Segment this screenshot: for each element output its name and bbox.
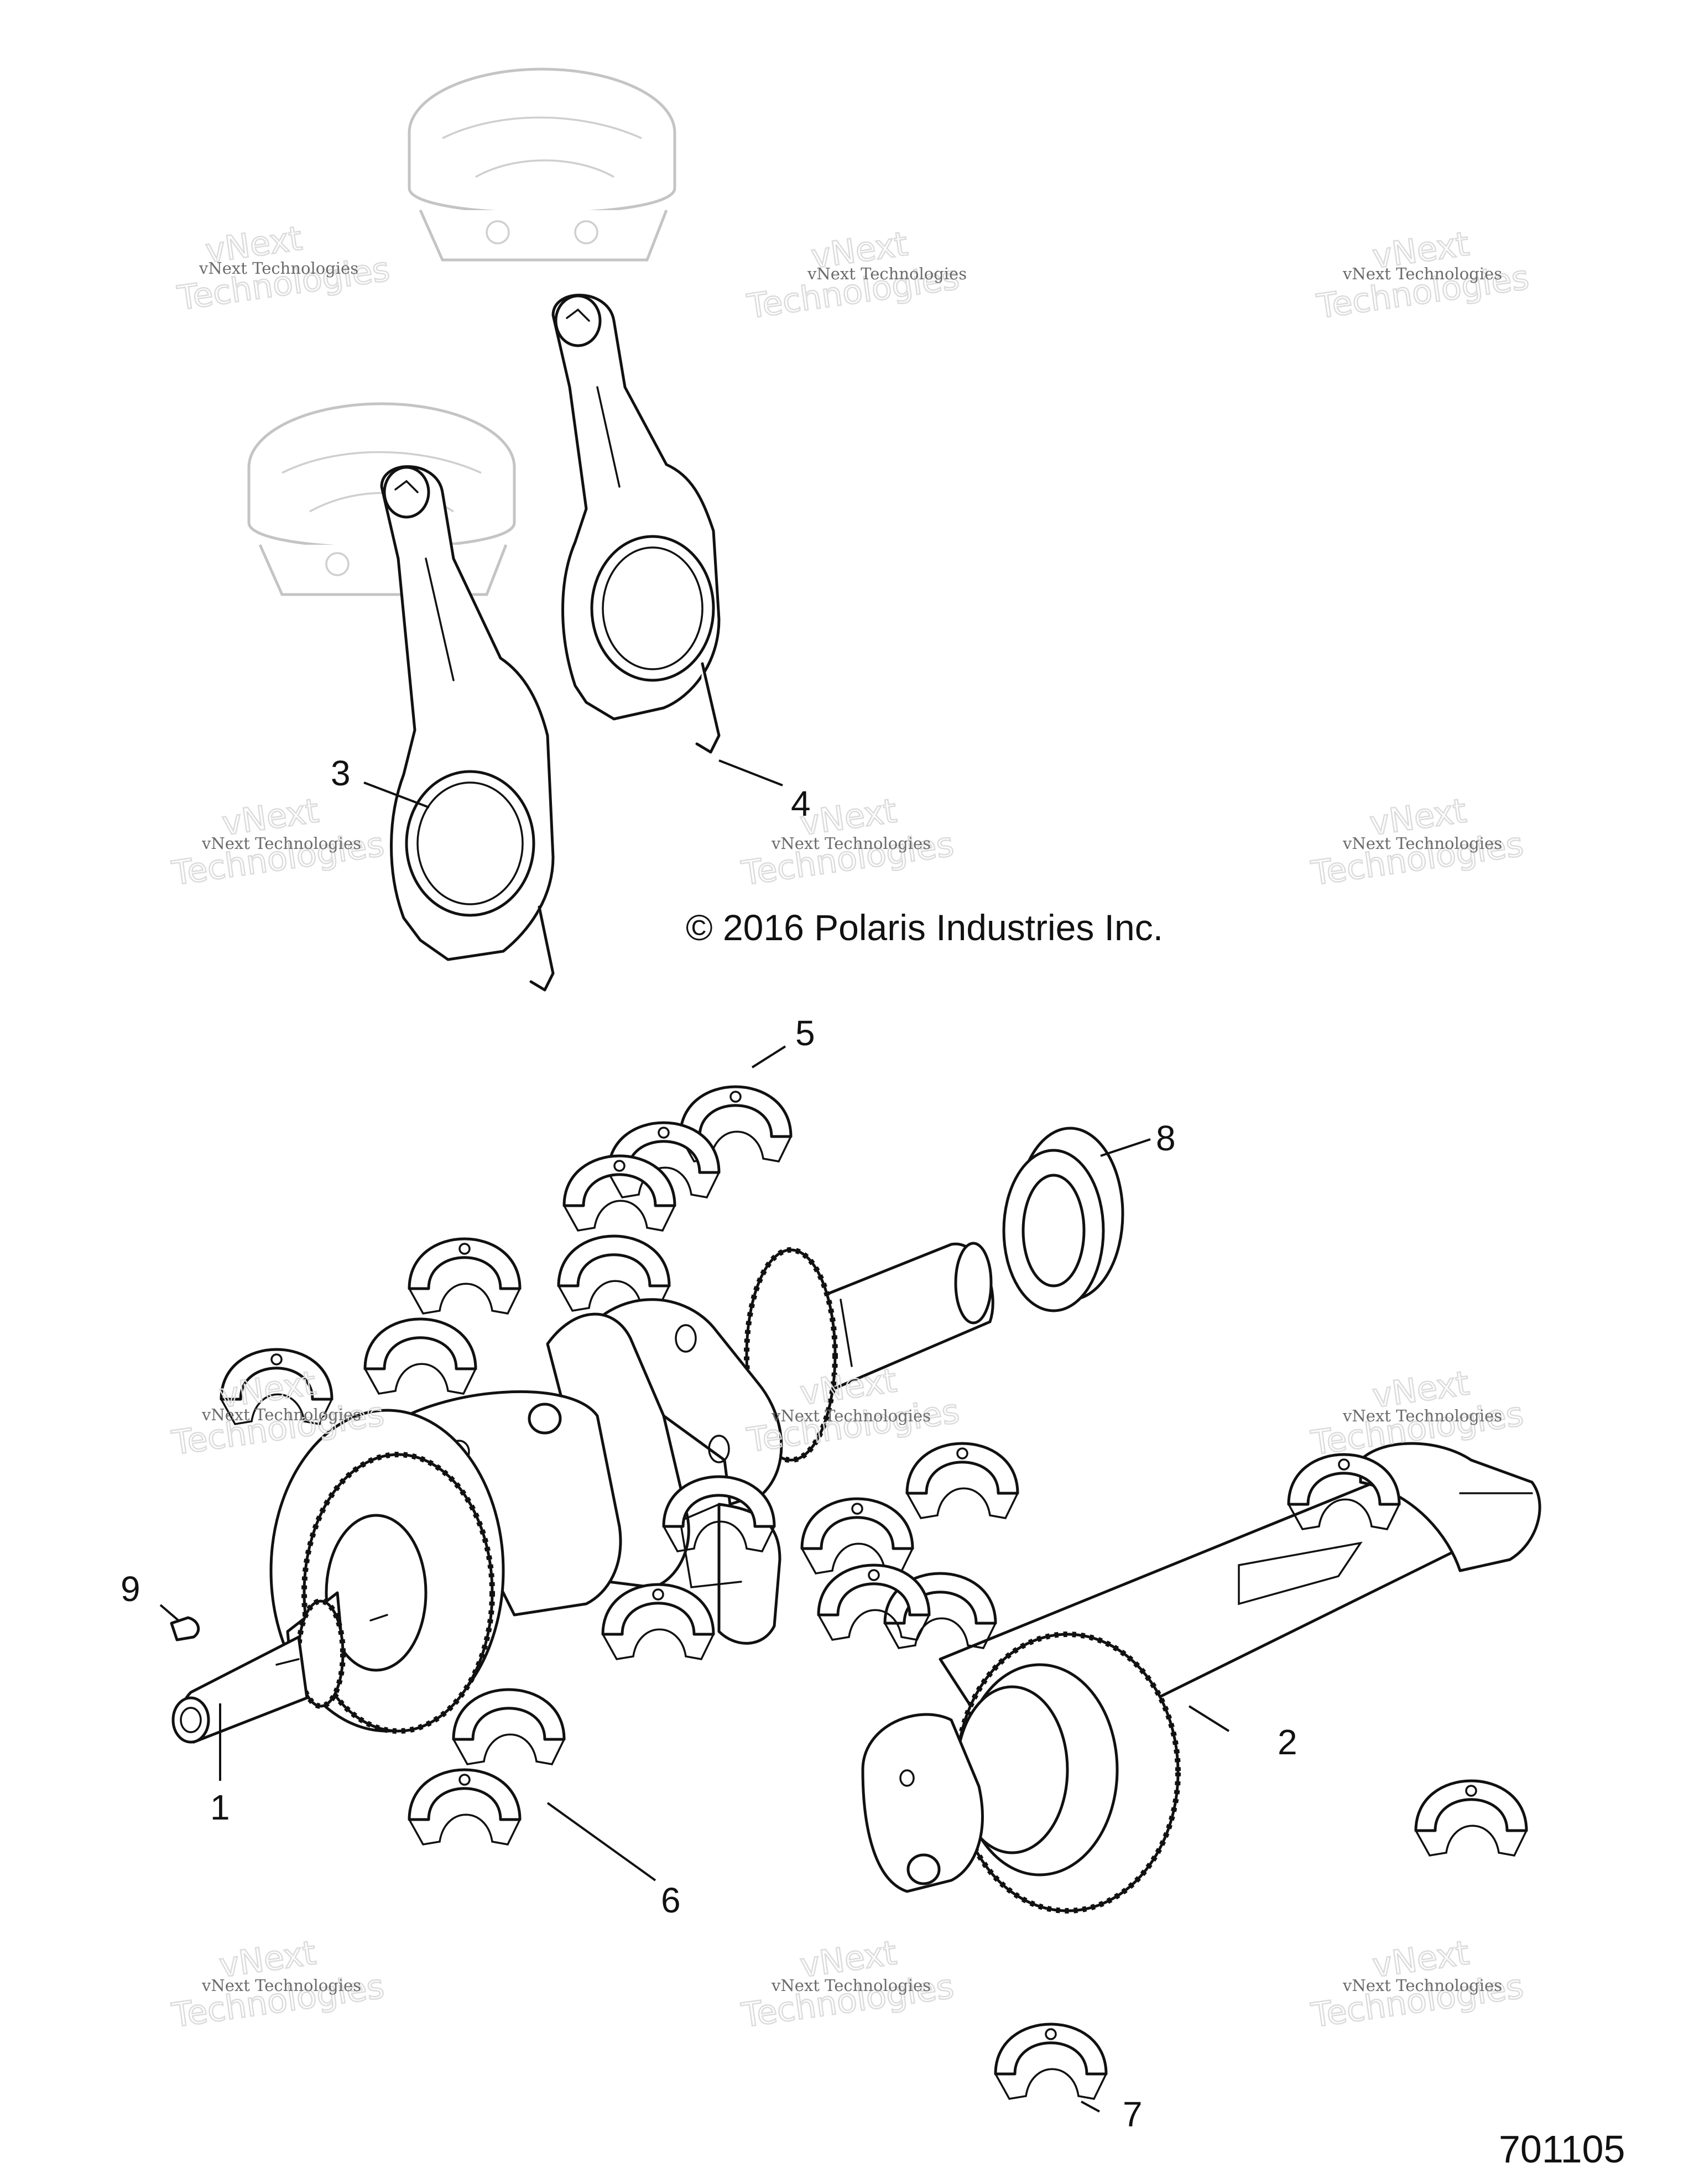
drawing-number: 701105 [1499, 2128, 1625, 2171]
callout-2: 2 [1278, 1722, 1297, 1762]
callout-8: 8 [1156, 1118, 1176, 1158]
watermark-11: Technologies vNext vNext Technologies [738, 1933, 957, 2036]
svg-text:vNext Technologies: vNext Technologies [1342, 1976, 1502, 1995]
svg-text:vNext Technologies: vNext Technologies [201, 1405, 361, 1424]
watermark-6: Technologies vNext vNext Technologies [1308, 791, 1526, 894]
watermark-2: Technologies vNext vNext Technologies [744, 224, 967, 327]
connecting-rod-3 [380, 465, 555, 992]
oil-seal-8 [1002, 1127, 1124, 1312]
svg-text:vNext Technologies: vNext Technologies [1342, 834, 1502, 853]
callout-3: 3 [331, 753, 351, 793]
watermark-9: Technologies vNext vNext Technologies [1308, 1363, 1526, 1463]
svg-text:vNext Technologies: vNext Technologies [199, 259, 358, 278]
svg-text:vNext Technologies: vNext Technologies [201, 1976, 361, 1995]
callout-4: 4 [791, 784, 811, 823]
watermark-10: Technologies vNext vNext Technologies [169, 1933, 387, 2036]
crankshaft-1 [171, 1242, 994, 1744]
bearing-shell-7 [996, 2024, 1106, 2099]
piston-upper [408, 67, 676, 262]
woodruff-key-9 [170, 1616, 200, 1641]
svg-text:vNext Technologies: vNext Technologies [1342, 1406, 1502, 1425]
piston-lower [247, 402, 516, 596]
watermark-12: Technologies vNext vNext Technologies [1308, 1933, 1526, 2036]
callout-1: 1 [210, 1787, 230, 1827]
svg-text:vNext Technologies: vNext Technologies [771, 834, 931, 853]
svg-text:vNext Technologies: vNext Technologies [1342, 264, 1502, 283]
leader-lines [159, 759, 1230, 2113]
connecting-rod-4 [551, 294, 721, 754]
callout-9: 9 [121, 1569, 140, 1609]
svg-text:vNext Technologies: vNext Technologies [771, 1976, 931, 1995]
svg-text:vNext Technologies: vNext Technologies [771, 1406, 931, 1425]
svg-text:vNext Technologies: vNext Technologies [807, 264, 967, 283]
callout-7: 7 [1123, 2094, 1143, 2134]
watermark-1: Technologies vNext vNext Technologies [174, 218, 393, 319]
watermark-5: Technologies vNext vNext Technologies [738, 791, 957, 894]
callout-6: 6 [661, 1880, 681, 1920]
watermark-4: Technologies vNext vNext Technologies [169, 791, 387, 894]
balance-shaft-2 [861, 1442, 1541, 1914]
callout-5: 5 [795, 1013, 815, 1053]
svg-text:vNext Technologies: vNext Technologies [201, 834, 361, 853]
callouts: 1 2 3 4 5 6 7 8 9 [121, 753, 1297, 2134]
copyright-notice: © 2016 Polaris Industries Inc. [686, 907, 1163, 948]
watermark-3: Technologies vNext vNext Technologies [1314, 224, 1532, 327]
